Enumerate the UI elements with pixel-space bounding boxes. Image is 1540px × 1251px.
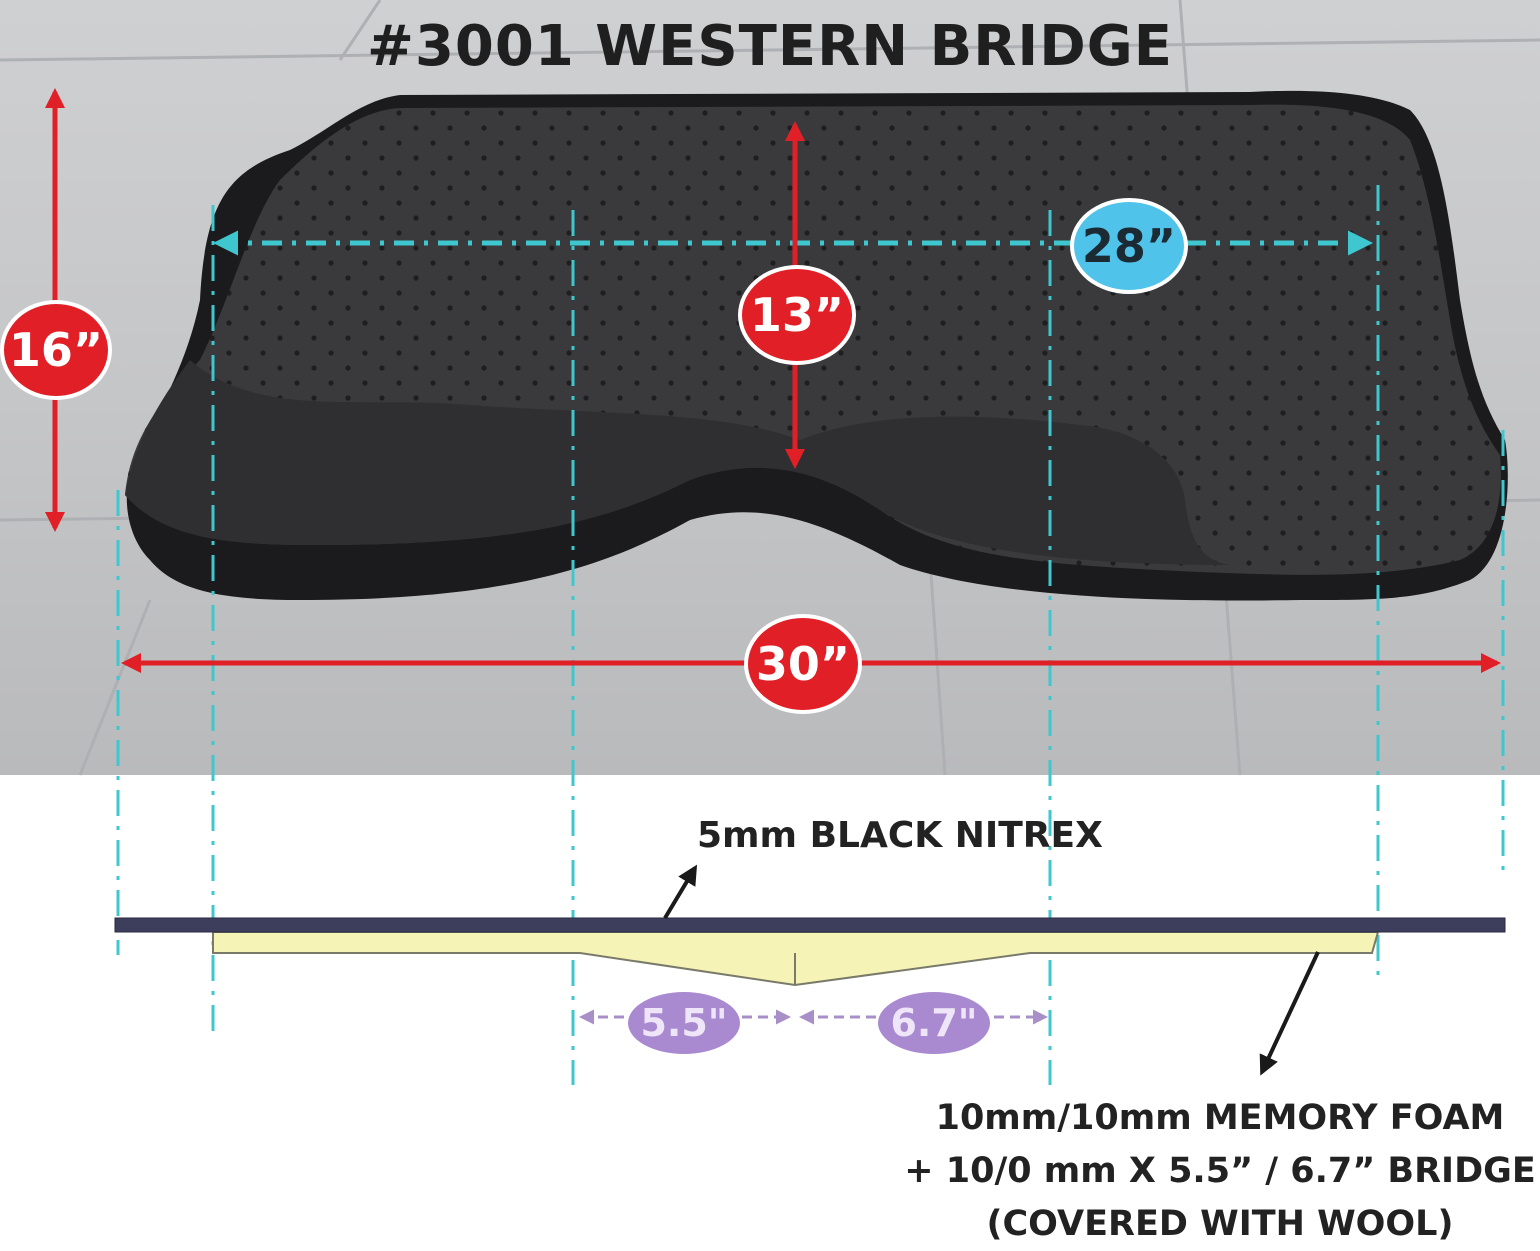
bridge-right-badge: 6.7" [878,992,990,1054]
overall-width-badge: 30” [744,614,862,714]
foam-pointer [1259,951,1320,1076]
foam-note-line-1: 10mm/10mm MEMORY FOAM [935,1098,1505,1138]
center-height-badge: 13” [738,265,856,365]
page-title: #3001 WESTERN BRIDGE [367,14,1173,79]
guide-lines [116,185,1505,1085]
cross-section [114,917,1506,987]
foam-note: 10mm/10mm MEMORY FOAM + 10/0 mm X 5.5” /… [880,1092,1540,1251]
height-badge: 16” [0,300,112,400]
height-value: 16” [8,323,104,377]
bridge-right-value: 6.7" [890,1001,978,1045]
overall-width-value: 30” [755,637,851,691]
foam-note-line-2: + 10/0 mm X 5.5” / 6.7” BRIDGE [904,1151,1536,1191]
inner-width-value: 28” [1081,219,1177,273]
center-height-value: 13” [749,288,845,342]
bridge-left-value: 5.5" [640,1001,728,1045]
cross-section-area [0,775,1540,1239]
foam-note-line-3: (COVERED WITH WOOL) [986,1204,1454,1244]
nitrex-pointer [663,864,698,920]
bridge-left-badge: 5.5" [628,992,740,1054]
nitrex-label: 5mm BLACK NITREX [697,815,1103,856]
nitrex-layer [114,917,1506,933]
inner-width-badge: 28” [1070,198,1188,294]
